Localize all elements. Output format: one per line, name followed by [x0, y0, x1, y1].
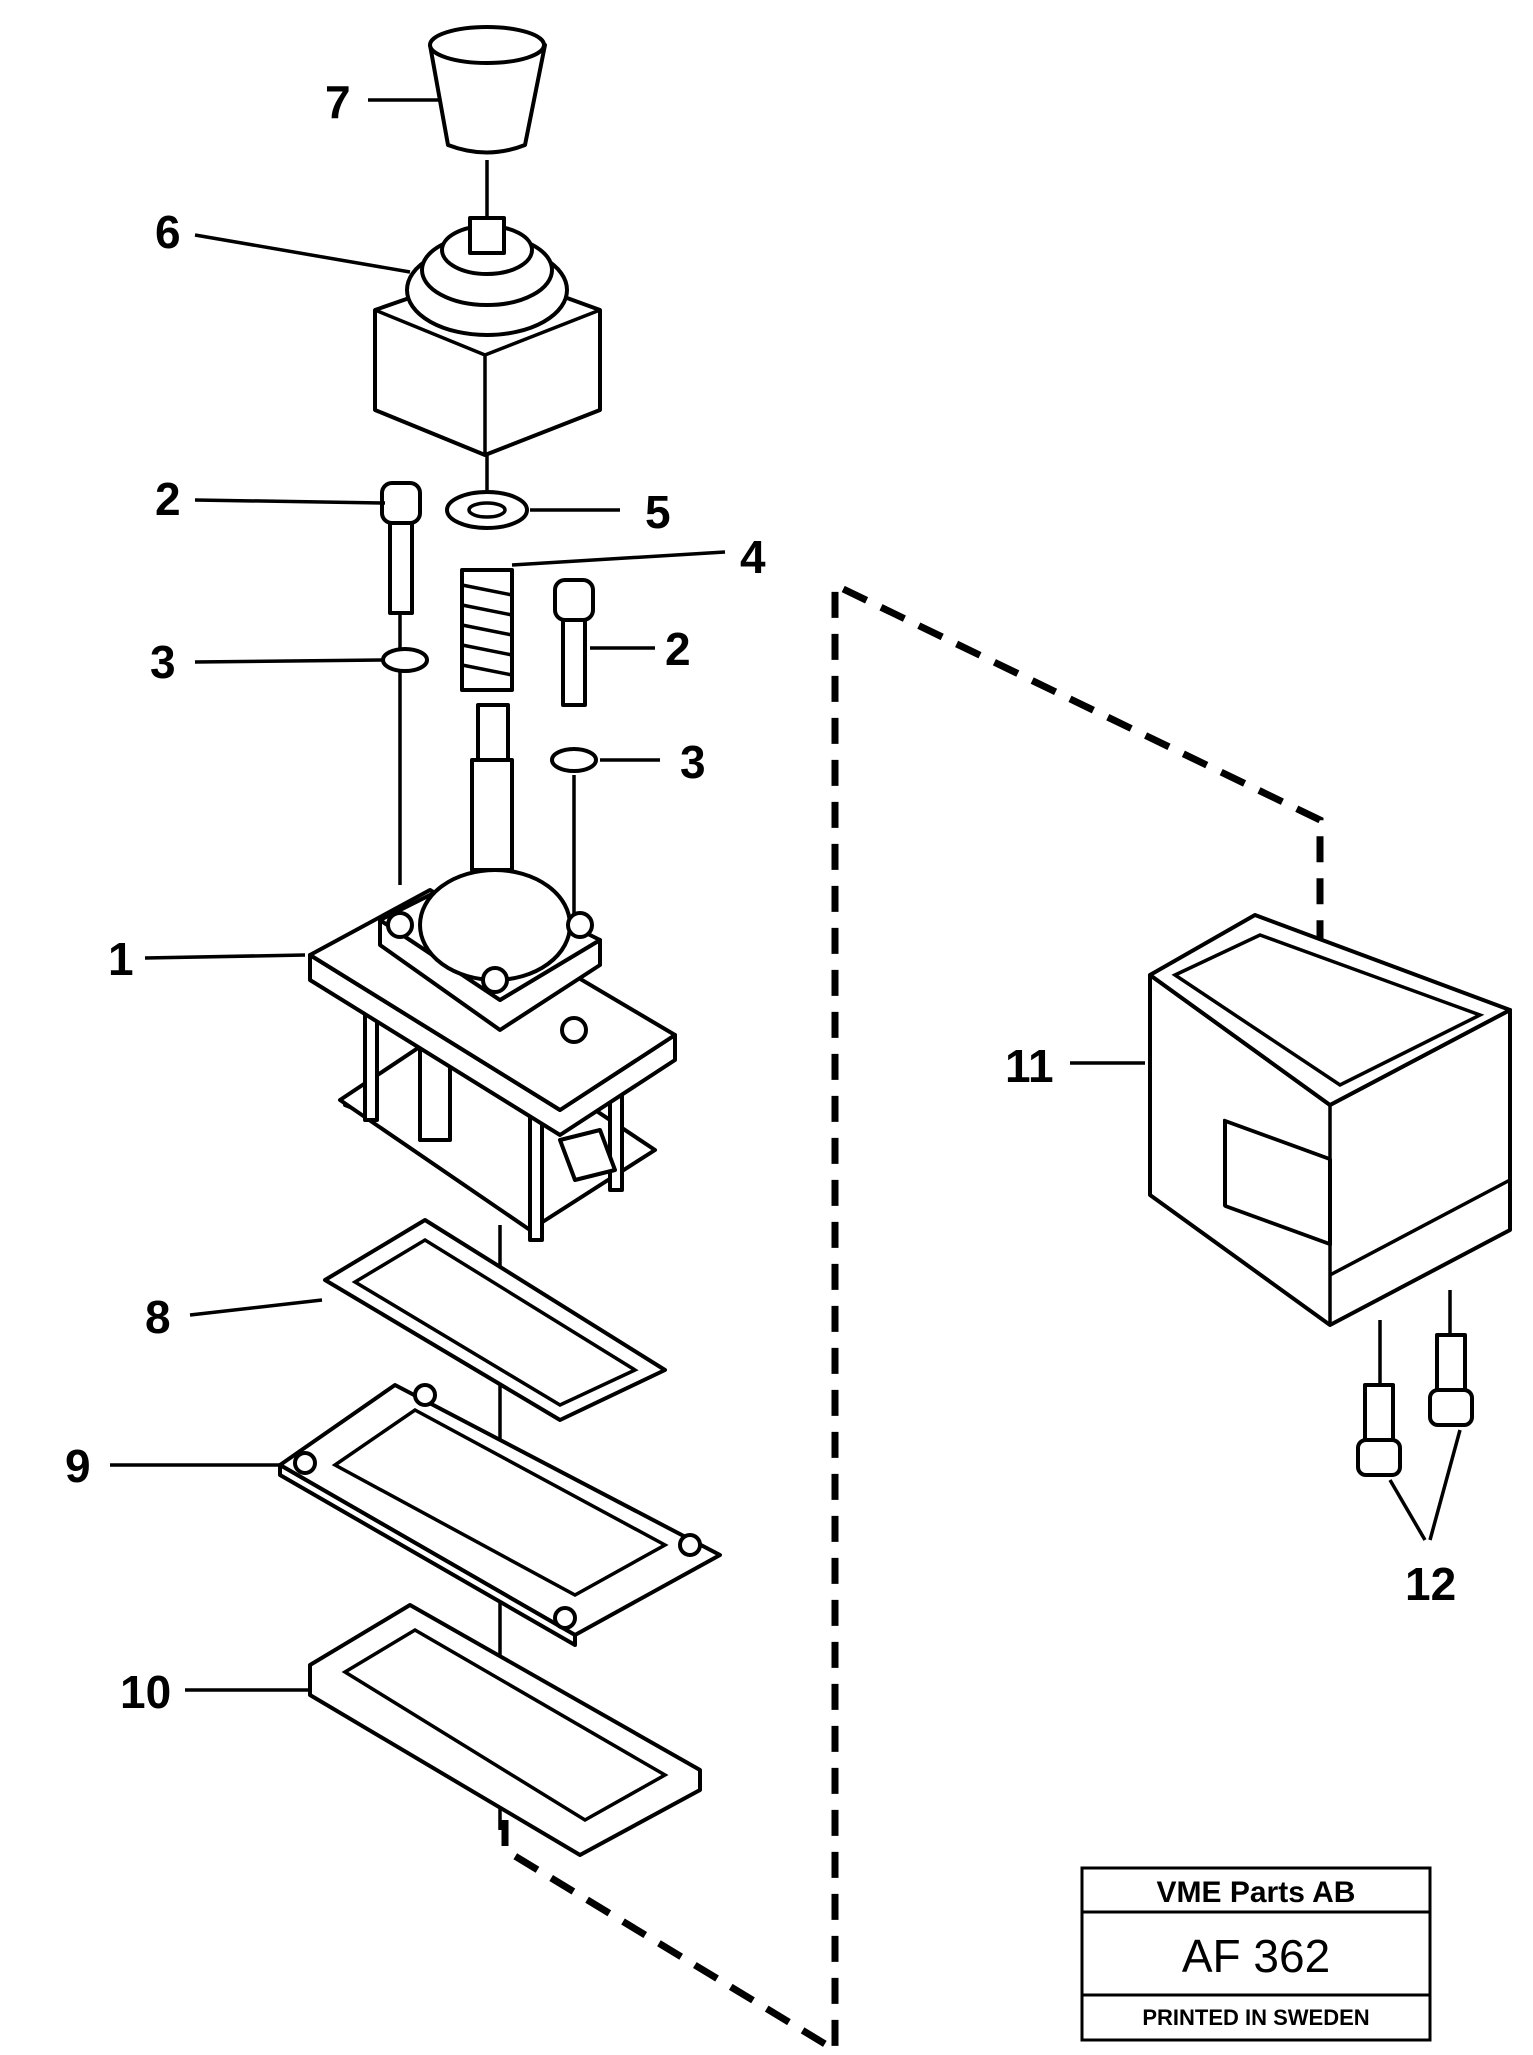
- part-2-screw-left: [380, 481, 422, 885]
- title-block: VME Parts AB AF 362 PRINTED IN SWEDEN: [1080, 1866, 1432, 2042]
- callout-6: 6: [155, 206, 181, 258]
- part-9-mounting-plate: [278, 1383, 722, 1647]
- part-12-screws: [1356, 1290, 1474, 1477]
- part-3-washer-left: [381, 647, 429, 673]
- callout-9: 9: [65, 1440, 91, 1492]
- title-block-drawing-number: AF 362: [1182, 1930, 1330, 1982]
- part-11-cover: [1148, 913, 1512, 1327]
- part-1-control-valve: [308, 868, 677, 1242]
- part-4-spring: [460, 568, 514, 692]
- callout-8: 8: [145, 1291, 171, 1343]
- part-5-retaining-ring: [445, 490, 529, 530]
- callout-10: 10: [120, 1666, 171, 1718]
- callout-2-left: 2: [155, 473, 181, 525]
- callout-3-right: 3: [680, 736, 706, 788]
- leader-lines: [110, 98, 1462, 1692]
- part-10-seal: [308, 1603, 702, 1857]
- title-block-printed: PRINTED IN SWEDEN: [1142, 2005, 1369, 2030]
- title-block-company: VME Parts AB: [1157, 1876, 1356, 1909]
- callout-3-left: 3: [150, 636, 176, 688]
- callout-7: 7: [325, 76, 351, 128]
- part-8-gasket: [323, 1218, 667, 1422]
- callout-4: 4: [740, 531, 766, 583]
- part-7-knob: [428, 25, 547, 220]
- part-3-washer-right: [550, 747, 598, 773]
- part-6-boot-housing: [373, 216, 602, 495]
- callout-12: 12: [1405, 1558, 1456, 1610]
- callout-2-right: 2: [665, 623, 691, 675]
- callout-11: 11: [1005, 1040, 1054, 1092]
- shaft: [470, 703, 514, 872]
- dashed-assembly-line: [501, 579, 1324, 2055]
- callout-5: 5: [645, 486, 671, 538]
- callout-1: 1: [108, 933, 134, 985]
